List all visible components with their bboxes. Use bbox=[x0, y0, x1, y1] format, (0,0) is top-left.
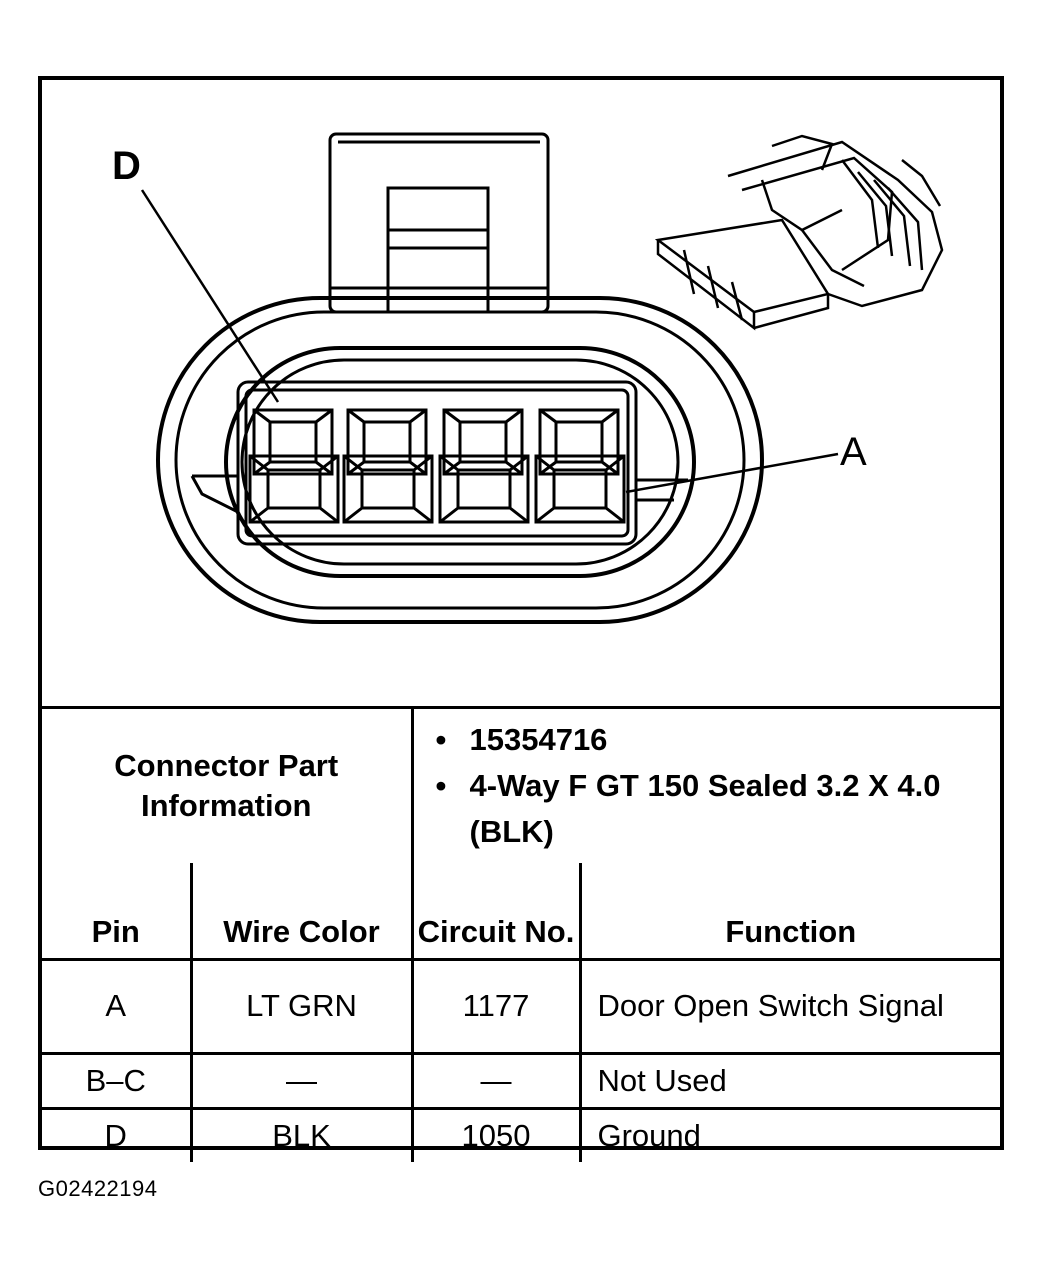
header-function: Function bbox=[578, 863, 1000, 961]
header-wire-color: Wire Color bbox=[189, 863, 414, 961]
connector-info-section: Connector Part Information 15354716 4-Wa… bbox=[42, 706, 1000, 1162]
connector-isometric-view bbox=[654, 134, 944, 331]
terminal-row bbox=[248, 454, 626, 524]
table-row: B–C — — Not Used bbox=[42, 1051, 1000, 1110]
pin-cell: D bbox=[42, 1106, 193, 1162]
connector-face-drawing bbox=[140, 132, 944, 624]
function-cell: Not Used bbox=[578, 1051, 1000, 1110]
connector-figure-frame: D A Connector Part Information 15354716 … bbox=[38, 76, 1004, 1162]
pinout-header-row: Pin Wire Color Circuit No. Function bbox=[42, 863, 1000, 961]
part-description: 4-Way F GT 150 Sealed 3.2 X 4.0 (BLK) bbox=[436, 763, 983, 855]
part-number: 15354716 bbox=[436, 717, 983, 763]
function-cell: Ground bbox=[578, 1106, 1000, 1162]
connector-part-info-table: Connector Part Information 15354716 4-Wa… bbox=[42, 709, 1000, 863]
header-circuit-no: Circuit No. bbox=[410, 863, 582, 961]
circuit-cell: 1177 bbox=[410, 957, 582, 1055]
header-pin: Pin bbox=[42, 863, 193, 961]
callout-a-label: A bbox=[840, 430, 867, 474]
pin-cell: B–C bbox=[42, 1051, 193, 1110]
wire-color-cell: BLK bbox=[189, 1106, 414, 1162]
connector-face-diagram: D A bbox=[42, 80, 1000, 706]
table-row: A LT GRN 1177 Door Open Switch Signal bbox=[42, 957, 1000, 1055]
circuit-cell: 1050 bbox=[410, 1106, 582, 1162]
wire-color-cell: LT GRN bbox=[189, 957, 414, 1055]
terminal-housing bbox=[190, 380, 688, 546]
callout-a-leader bbox=[625, 452, 839, 494]
callout-d-label: D bbox=[112, 144, 141, 188]
connector-part-info-row: Connector Part Information 15354716 4-Wa… bbox=[42, 709, 1000, 863]
circuit-cell: — bbox=[410, 1051, 582, 1110]
pin-cell: A bbox=[42, 957, 193, 1055]
wire-color-cell: — bbox=[189, 1051, 414, 1110]
figure-code: G02422194 bbox=[38, 1176, 158, 1201]
pinout-table: Pin Wire Color Circuit No. Function A LT… bbox=[42, 863, 1000, 1162]
connector-part-info-values: 15354716 4-Way F GT 150 Sealed 3.2 X 4.0… bbox=[410, 709, 1000, 863]
upper-cavity-row bbox=[252, 408, 620, 476]
locking-tab bbox=[328, 132, 550, 314]
function-cell: Door Open Switch Signal bbox=[578, 957, 1000, 1055]
table-row: D BLK 1050 Ground bbox=[42, 1106, 1000, 1162]
connector-part-info-label: Connector Part Information bbox=[42, 709, 414, 863]
callout-d-leader bbox=[140, 189, 280, 403]
